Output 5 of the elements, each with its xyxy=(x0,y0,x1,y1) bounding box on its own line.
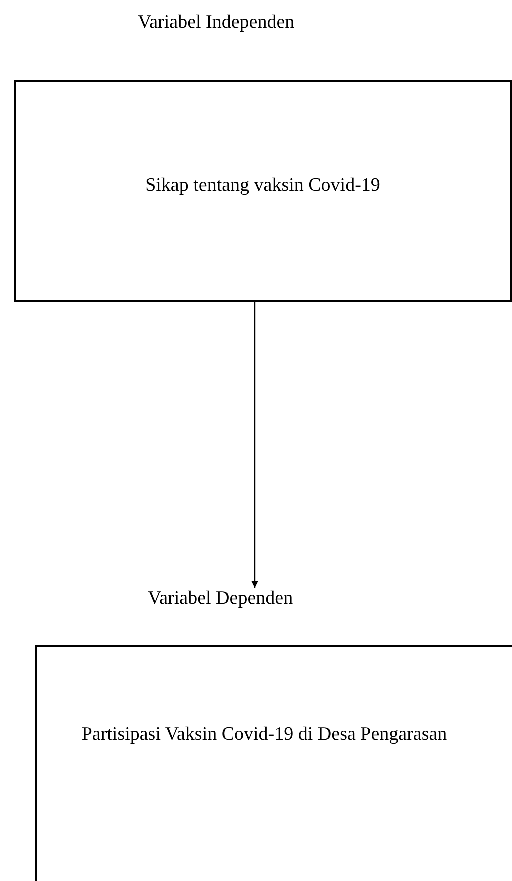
box-heading: Variabel Dependen xyxy=(148,588,294,610)
arrow xyxy=(251,302,259,588)
box-text: Sikap tentang vaksin Covid-19 xyxy=(146,174,380,198)
box-text: Partisipasi Vaksin Covid-19 di Desa Pengarasan xyxy=(82,722,448,746)
box-heading: Variabel Independen xyxy=(138,12,295,34)
